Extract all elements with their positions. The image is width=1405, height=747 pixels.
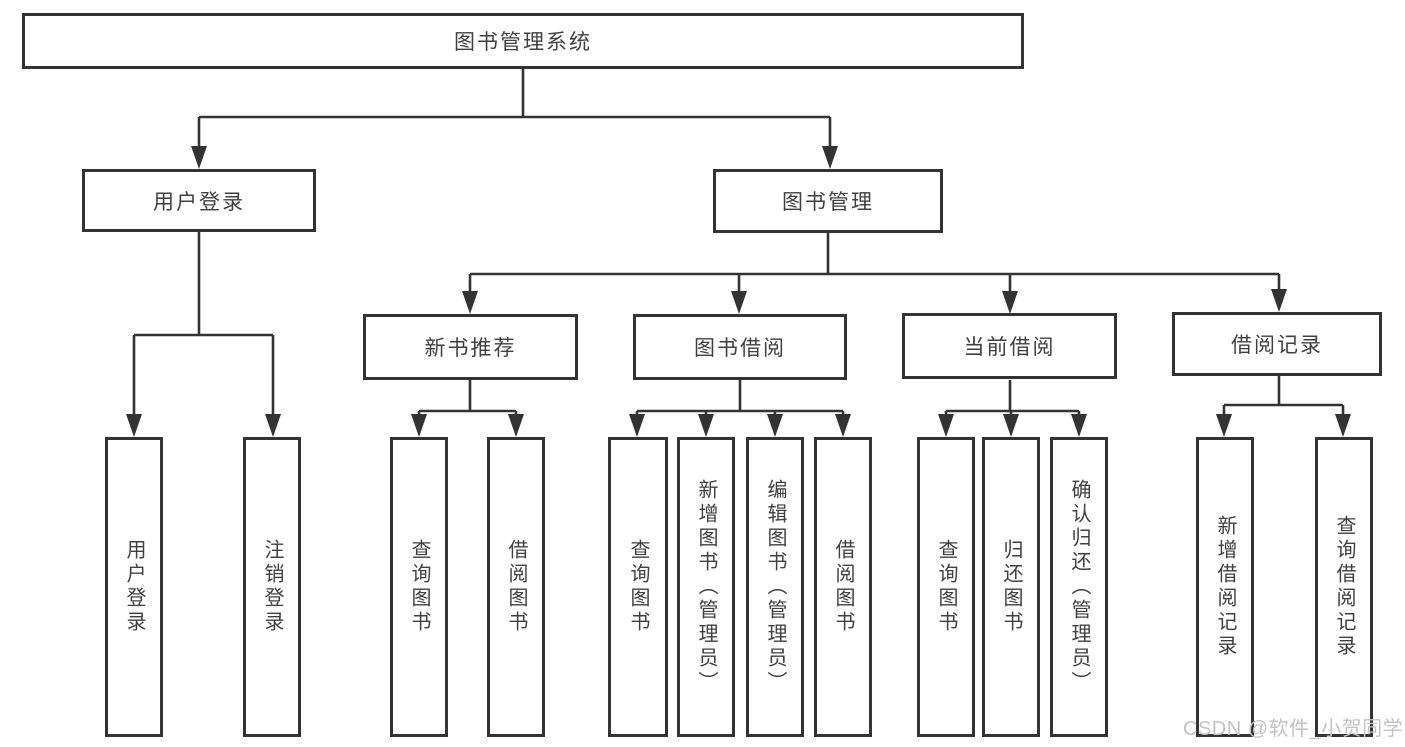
edge-borrowing-records-to-leaves	[1216, 376, 1351, 437]
node-leaf-logout: 注销登录	[243, 437, 301, 737]
node-label: 当前借阅	[963, 336, 1056, 359]
arrowhead	[265, 414, 281, 437]
node-label: 归还图书	[1000, 539, 1022, 635]
node-label: 查询图书	[627, 539, 649, 635]
node-new-book-recommend: 新书推荐	[363, 314, 578, 380]
node-label: 图书借阅	[694, 337, 786, 360]
arrowhead	[508, 414, 524, 437]
node-label: 图书管理系统	[454, 31, 592, 54]
node-borrowing-records: 借阅记录	[1172, 312, 1382, 376]
node-label: 借阅图书	[505, 539, 527, 635]
arrowhead	[767, 414, 783, 437]
arrowhead	[731, 291, 747, 314]
node-label: 新增借阅记录	[1214, 515, 1236, 659]
node-leaf-edit-books-admin: 编辑图书（管理员）	[746, 437, 804, 737]
edge-current-borrowing-to-leaves	[938, 380, 1087, 437]
csdn-watermark: CSDN @软件_小贺同学	[1183, 718, 1404, 740]
arrowhead	[411, 414, 427, 437]
node-leaf-user-login: 用户登录	[105, 437, 163, 737]
node-user-login: 用户登录	[82, 169, 316, 232]
node-label: 新增图书（管理员）	[695, 479, 717, 695]
edge-root-to-level2	[191, 69, 838, 169]
arrowhead	[1335, 414, 1351, 437]
node-label: 借阅图书	[832, 539, 854, 635]
arrowhead	[1003, 414, 1019, 437]
edge-user-login-to-leaves	[126, 232, 281, 437]
node-label: 注销登录	[261, 539, 283, 635]
arrowhead	[938, 414, 954, 437]
node-label: 查询借阅记录	[1333, 515, 1355, 659]
arrowhead	[822, 146, 838, 169]
node-leaf-borrow-books: 借阅图书	[814, 437, 872, 737]
arrowhead	[462, 291, 478, 314]
node-label: 编辑图书（管理员）	[764, 479, 786, 695]
node-label: 查询图书	[935, 539, 957, 635]
node-label: 新书推荐	[424, 337, 517, 360]
node-leaf-confirm-return-admin: 确认归还（管理员）	[1050, 437, 1108, 737]
arrowhead	[629, 414, 645, 437]
node-leaf-query-books-current: 查询图书	[917, 437, 975, 737]
node-leaf-query-books-recommend: 查询图书	[390, 437, 448, 737]
arrowhead	[1271, 289, 1287, 312]
node-current-borrowing: 当前借阅	[902, 313, 1117, 379]
edge-book-borrowing-to-leaves	[629, 380, 851, 437]
node-leaf-add-books-admin: 新增图书（管理员）	[677, 437, 735, 737]
node-book-management: 图书管理	[713, 169, 943, 233]
node-label: 图书管理	[782, 191, 874, 214]
node-leaf-query-books-borrowing: 查询图书	[608, 437, 668, 737]
arrowhead	[835, 414, 851, 437]
node-label: 用户登录	[123, 539, 145, 635]
node-leaf-add-borrow-record: 新增借阅记录	[1196, 437, 1254, 737]
node-label: 查询图书	[408, 539, 430, 635]
node-book-borrowing: 图书借阅	[633, 314, 847, 380]
edge-new-book-recommend-to-leaves	[411, 380, 524, 437]
arrowhead	[1216, 414, 1232, 437]
node-leaf-query-borrow-record: 查询借阅记录	[1315, 437, 1373, 737]
node-leaf-return-books: 归还图书	[982, 437, 1040, 737]
arrowhead	[698, 414, 714, 437]
node-label: 确认归还（管理员）	[1068, 479, 1090, 695]
node-label: 借阅记录	[1231, 334, 1323, 357]
arrowhead	[126, 414, 142, 437]
node-label: 用户登录	[153, 190, 245, 214]
arrowhead	[191, 146, 207, 169]
edge-book-management-to-level3	[462, 233, 1287, 314]
arrowhead	[1002, 291, 1018, 314]
arrowhead	[1071, 414, 1087, 437]
node-leaf-borrow-books-recommend: 借阅图书	[487, 437, 545, 737]
node-root-system: 图书管理系统	[22, 13, 1024, 69]
